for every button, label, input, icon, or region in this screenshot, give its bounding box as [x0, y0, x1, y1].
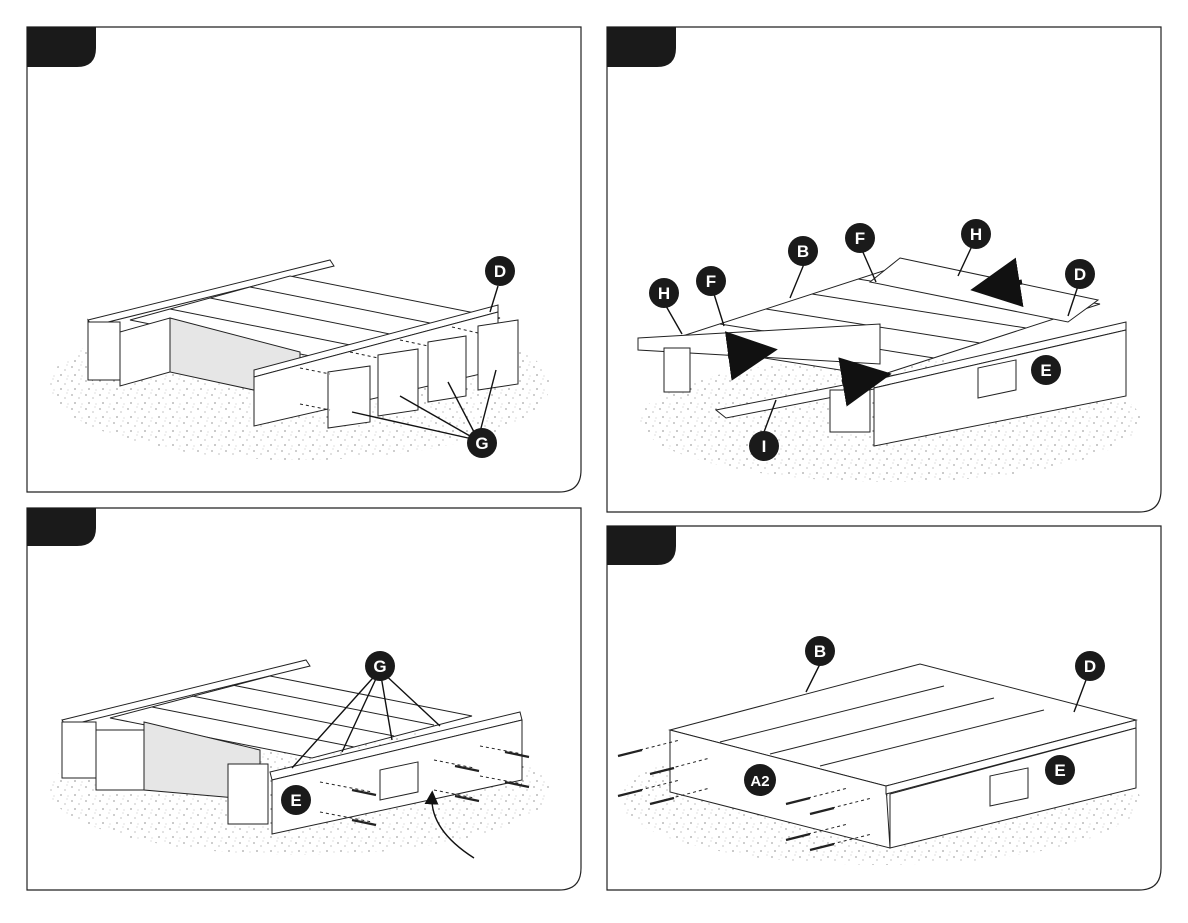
- step-number-tab: [607, 526, 676, 565]
- step-panel-4: B D A2 E: [607, 526, 1161, 890]
- svg-text:G: G: [373, 657, 386, 676]
- callout-g: G: [365, 651, 395, 681]
- callout-h-left: H: [649, 278, 679, 308]
- callout-b: B: [788, 236, 818, 266]
- svg-text:B: B: [797, 242, 809, 261]
- svg-text:F: F: [855, 229, 865, 248]
- callout-a2: A2: [744, 764, 776, 796]
- callout-f-right: F: [845, 223, 875, 253]
- callout-h-right: H: [961, 219, 991, 249]
- step-panel-3: G E: [27, 508, 581, 890]
- svg-text:B: B: [814, 642, 826, 661]
- callout-b: B: [805, 636, 835, 666]
- step-number-tab: [27, 27, 96, 67]
- svg-text:F: F: [706, 272, 716, 291]
- svg-text:D: D: [494, 262, 506, 281]
- svg-text:I: I: [762, 437, 767, 456]
- svg-text:E: E: [1040, 361, 1051, 380]
- callout-g: G: [467, 428, 497, 458]
- callout-e: E: [281, 785, 311, 815]
- step-panel-1: D G: [27, 27, 581, 492]
- callout-d: D: [485, 256, 515, 286]
- callout-i: I: [749, 431, 779, 461]
- step-number-tab: [607, 27, 676, 67]
- step-number-tab: [27, 508, 96, 546]
- svg-text:D: D: [1084, 657, 1096, 676]
- svg-text:E: E: [1054, 761, 1065, 780]
- callout-e: E: [1031, 355, 1061, 385]
- callout-d: D: [1075, 651, 1105, 681]
- svg-text:A2: A2: [750, 773, 769, 790]
- callout-e: E: [1045, 755, 1075, 785]
- svg-text:H: H: [970, 225, 982, 244]
- svg-text:H: H: [658, 284, 670, 303]
- svg-text:E: E: [290, 791, 301, 810]
- callout-d: D: [1065, 259, 1095, 289]
- callout-f-left: F: [696, 266, 726, 296]
- svg-text:D: D: [1074, 265, 1086, 284]
- svg-text:G: G: [475, 434, 488, 453]
- step-panel-2: H F B F H D E I: [607, 27, 1161, 512]
